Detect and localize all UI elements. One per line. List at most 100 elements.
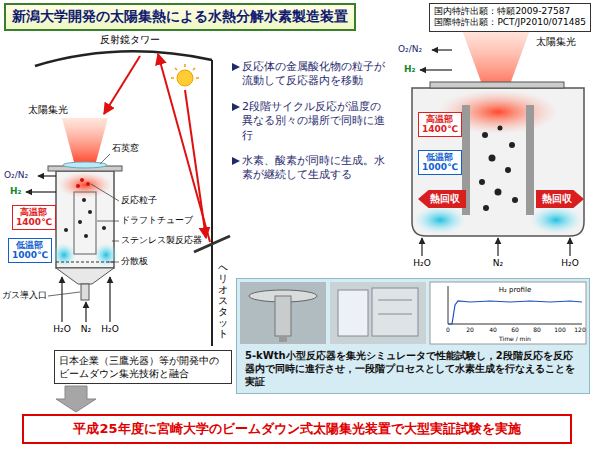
photo-panel-art [338,290,368,336]
leader-line [48,292,80,296]
result-box: 平成25年度に宮崎大学のビームダウン式太陽集光装置で大型実証試験を実施 [22,414,572,444]
photo-panel: 5-kWth小型反応器を集光シミュレータで性能試験し，2段階反応を反応器内で同時… [236,278,590,394]
label-holder: H₂O [53,324,70,335]
bullet-marker [232,157,240,165]
flow-arrow [421,238,422,256]
flow-label: H₂O [53,324,70,335]
flow-label: H₂O [561,258,578,269]
note-box: 日本企業（三鷹光器）等が開発中のビームダウン集光技術と融合 [54,350,232,384]
reflector-tower [211,60,213,346]
tick-label: 120 [574,326,585,333]
photo-panel-art [448,286,449,324]
part-label: 太陽集光 [536,36,576,48]
reactor-left [48,118,122,300]
reactor-right [412,88,584,236]
flow-arrow [432,49,452,50]
reactor-right [505,167,511,173]
temperature-box: 低温部1000℃ [418,150,462,175]
reactor-right [530,206,582,234]
flow-arrow [26,191,56,192]
label-holder: N₂ [81,324,91,335]
bullet-text: 2段階サイクル反応が温度の異なる別々の場所で同時に進行 [242,100,387,143]
bullet-marker [232,63,240,165]
bullet-text: 水素、酸素が同時に生成。水素が継続して生成する [242,154,387,183]
label-holder: 反応体の金属酸化物の粒子が流動して反応器内を移動 [242,60,387,89]
flow-label: H₂ [10,186,21,197]
label-holder: 反応粒子 [121,195,157,206]
part-label: 反射鏡タワー [100,34,160,46]
part-label: 分散板 [121,256,148,267]
label-holder: H₂ [404,64,415,75]
flow-arrow [56,386,96,412]
reactor-left [82,198,86,202]
photo-panel-art [330,282,426,344]
reactor-right [489,155,496,162]
photo-panel-art [378,314,412,315]
reactor-left [86,182,90,186]
sun-symbol [175,68,177,70]
sun-symbol [171,64,199,86]
arrow-shape [536,190,584,208]
box-text: 熱回収 [430,193,460,205]
label-holder: H₂ profile [499,286,531,294]
reactor-left [58,172,112,198]
light-ray [104,56,140,114]
photo-panel-art [372,288,418,336]
reactor-right [509,142,515,148]
box-text: 低温部 [422,152,458,162]
tick-label: 60 [511,326,519,333]
box-text: 1400℃ [16,217,52,227]
box-text: 日本企業（三鷹光器）等が開発中のビームダウン集光技術と融合 [59,354,227,380]
flow-arrow [85,302,86,322]
reactor-left [76,184,80,188]
flow-label: H₂ [404,64,415,75]
label-holder: O₂/N₂ [4,170,28,181]
sun-symbol [177,70,193,86]
label-holder: 0 [446,326,450,333]
part-label: ステンレス製反応器 [121,235,202,246]
flow-label: O₂/N₂ [398,44,422,55]
label-holder: ガス導入口 [2,290,47,301]
label-holder: 100 [554,326,565,333]
reactor-left [74,192,96,254]
box-text: 平成25年度に宮崎大学のビームダウン式太陽集光装置で大型実証試験を実施 [30,420,564,438]
temperature-box: 高温部1400℃ [418,112,462,137]
label-holder: ヘリオスタット [218,262,228,339]
photo-panel-art [430,282,586,344]
photo-panel-art [448,324,582,325]
sun-symbol [196,77,199,79]
reactor-left [52,243,76,267]
box-text: 低温部 [12,240,48,250]
reactor-right [483,205,489,211]
heat-recovery-arrow: 熱回収 [536,190,584,208]
reactor-right [412,30,584,236]
title-banner: 新潟大学開発の太陽集熱による水熱分解水素製造装置 [4,3,356,31]
photo-panel-art [279,336,287,342]
patent-box: 国内特許出願：特願2009-27587国際特許出願：PCT/JP2010/071… [429,3,591,32]
label-holder: ドラフトチューブ [121,215,193,226]
label-holder: 2段階サイクル反応が温度の異なる別々の場所で同時に進行 [242,100,387,143]
label-holder: 分散板 [121,256,148,267]
flow-label: H₂O [413,258,430,269]
box-text: 高温部 [16,207,52,217]
reactor-left [56,262,114,263]
reactor-left [80,178,84,182]
label-holder: 120 [574,326,585,333]
reactor-left [94,243,118,267]
temperature-box: 低温部1000℃ [8,238,52,263]
label-holder: O₂/N₂ [398,44,422,55]
reactor-right [526,105,534,215]
chart-title: H₂ profile [499,286,531,294]
box-text: 熱回収 [542,193,572,205]
label-holder: ステンレス製反応器 [121,235,202,246]
label-holder: 反射鏡タワー [100,34,160,46]
leader-line [108,262,119,263]
tick-label: 0 [446,326,450,333]
box-text: 高温部 [422,114,458,124]
label-holder: 20 [466,326,474,333]
photo-panel-art [236,278,590,394]
box-text: 1400℃ [422,124,458,134]
flow-arrow [109,277,110,322]
label-holder: 太陽集光 [536,36,576,48]
temperature-box: 高温部1400℃ [12,205,56,230]
